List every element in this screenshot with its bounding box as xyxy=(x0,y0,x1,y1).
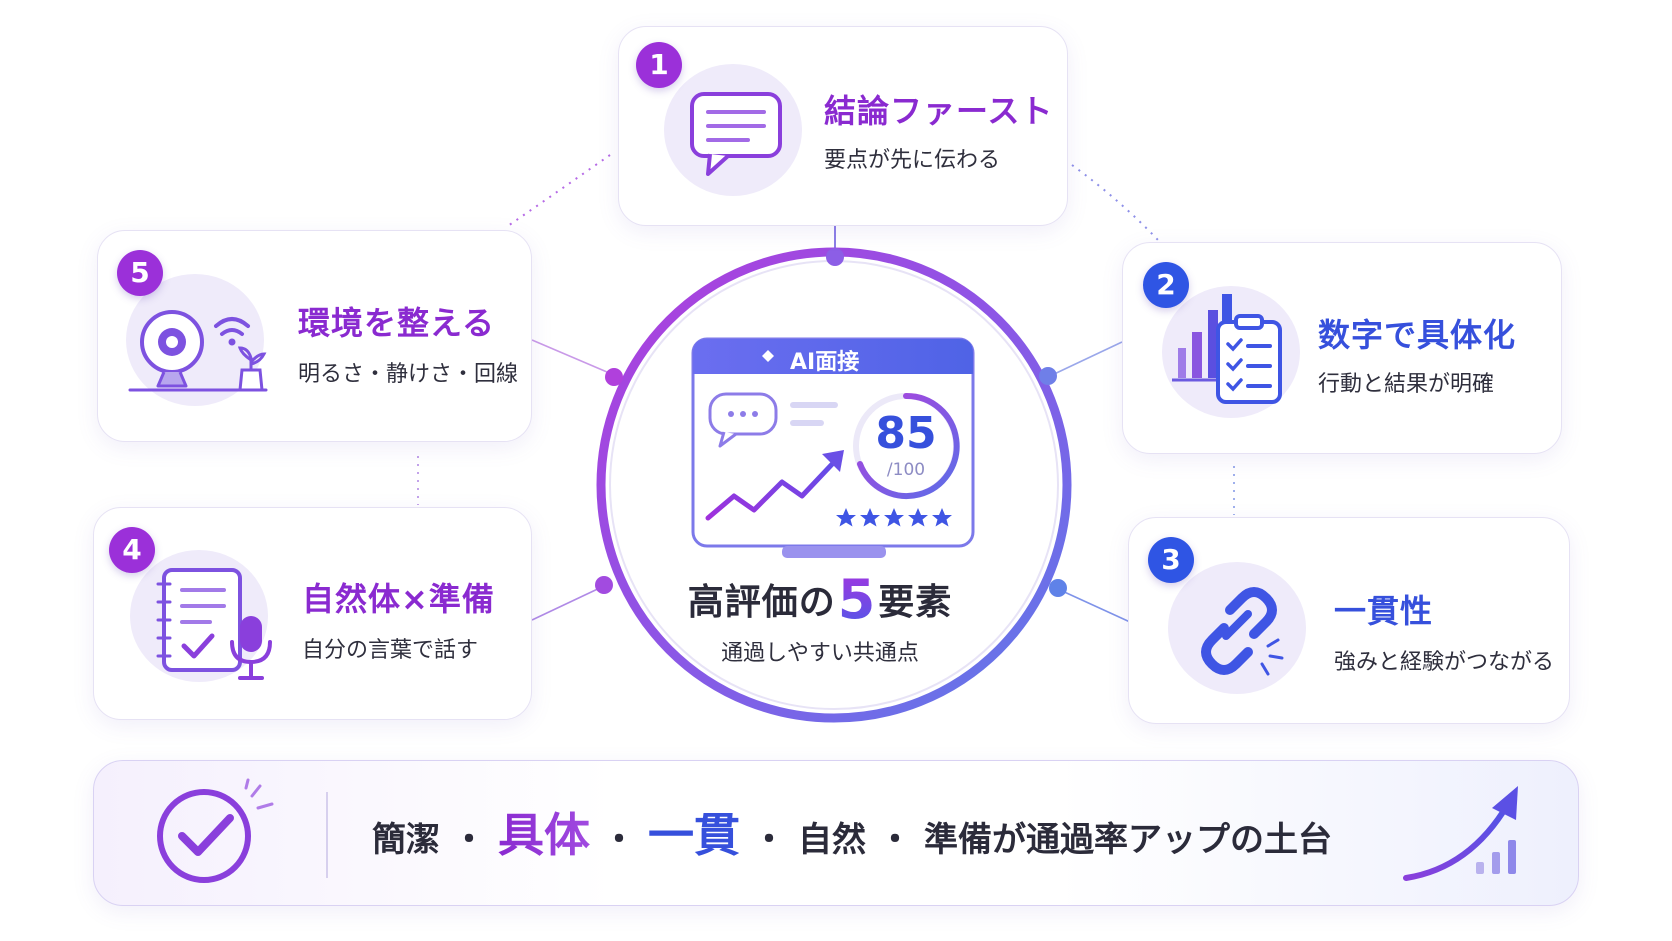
score-max: /100 xyxy=(886,460,926,480)
chain-link-icon xyxy=(1168,562,1306,694)
check-circle-icon xyxy=(157,778,274,883)
banner-divider xyxy=(326,792,328,878)
element-title-4: 自然体×準備 xyxy=(302,580,495,618)
center-title-number: 5 xyxy=(837,568,877,631)
summary-text: 簡潔・具体・一貫・自然・準備が通過率アップの土台 xyxy=(372,800,1332,870)
summary-separator: ・ xyxy=(452,820,486,860)
score-value: 85 xyxy=(875,408,937,459)
ai-interview-monitor-icon xyxy=(691,337,975,558)
element-title-3: 一貫性 xyxy=(1334,592,1434,630)
center-title: 高評価の5要素 xyxy=(640,568,1000,631)
center-title-before: 高評価の xyxy=(687,582,836,623)
element-card-3 xyxy=(1128,517,1570,724)
center-subtitle: 通過しやすい共通点 xyxy=(721,641,919,666)
webcam-wifi-plant-icon xyxy=(126,274,268,406)
element-subtitle-2: 行動と結果が明確 xyxy=(1318,372,1495,397)
bar-chart-checklist-icon xyxy=(1162,286,1300,418)
center-title-after: 要素 xyxy=(878,582,953,623)
growth-arrow-icon xyxy=(1403,786,1518,881)
element-title-2: 数字で具体化 xyxy=(1318,316,1517,354)
summary-word-4: 自然 xyxy=(798,820,866,860)
summary-banner xyxy=(93,760,1579,906)
element-subtitle-4: 自分の言葉で話す xyxy=(302,638,479,663)
summary-word-2: 具体 xyxy=(498,808,590,862)
summary-separator: ・ xyxy=(602,820,636,860)
chat-document-icon xyxy=(664,64,802,196)
element-badge-1: 1 xyxy=(636,42,682,88)
summary-separator: ・ xyxy=(878,820,912,860)
element-subtitle-5: 明るさ・静けさ・回線 xyxy=(298,362,519,387)
notebook-microphone-icon xyxy=(130,550,272,682)
element-subtitle-1: 要点が先に伝わる xyxy=(824,148,1001,173)
element-title-5: 環境を整える xyxy=(298,304,496,342)
element-title-1: 結論ファースト xyxy=(824,92,1054,130)
ai-interview-label: AI面接 xyxy=(790,350,860,375)
summary-separator: ・ xyxy=(752,820,786,860)
element-badge-3: 3 xyxy=(1148,537,1194,583)
element-badge-5: 5 xyxy=(117,250,163,296)
element-subtitle-3: 強みと経験がつながる xyxy=(1334,650,1555,675)
element-badge-4: 4 xyxy=(109,527,155,573)
element-badge-2: 2 xyxy=(1143,262,1189,308)
summary-word-3: 一貫 xyxy=(648,808,740,862)
summary-word-1: 簡潔 xyxy=(372,820,440,860)
summary-word-5: 準備が通過率アップの土台 xyxy=(924,820,1332,860)
